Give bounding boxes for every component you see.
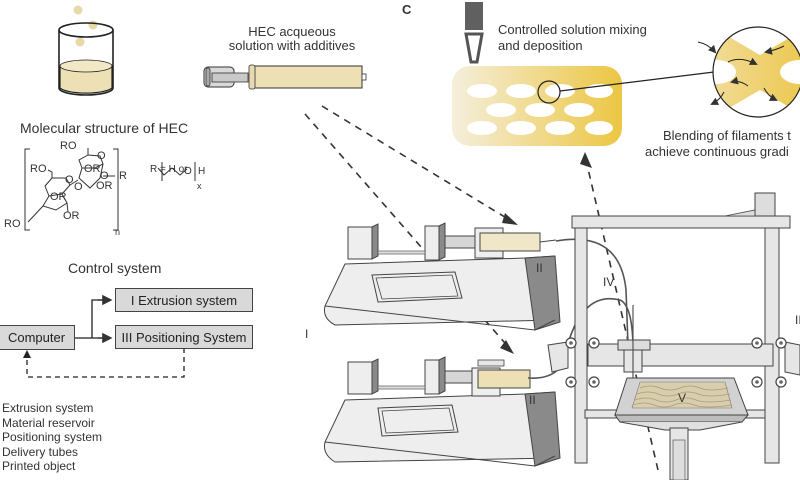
label-printed-object: V: [678, 391, 687, 405]
control-system-title: Control system: [68, 260, 162, 276]
syringe-label-line2: solution with additives: [228, 38, 356, 53]
label-frame-right: II: [795, 313, 800, 327]
chem-or-3: OR: [50, 191, 67, 203]
syringe-icon: [203, 64, 367, 90]
magnify-circle: [537, 80, 561, 104]
computer-box: Computer: [0, 325, 75, 350]
chem-or-2: OR: [96, 180, 113, 192]
hec-structure: [24, 148, 196, 231]
blending-zoom: [697, 26, 800, 118]
droplet-icon: [88, 20, 98, 30]
nozzle-icon: [464, 2, 484, 64]
label-pump-top: II: [536, 261, 543, 275]
gradient-mesh: [452, 66, 715, 147]
syringe-label-line1: HEC acqueous: [248, 24, 336, 39]
label-tubes: IV: [603, 275, 615, 289]
syringe-pump-bottom: [324, 356, 561, 467]
legend-item: Material reservoir: [2, 415, 95, 430]
chem-o-end: O: [100, 170, 109, 182]
chem-or-4: OR: [63, 210, 80, 222]
flow-arrows: [697, 41, 785, 105]
blending-label-line1: Blending of filaments t: [663, 128, 791, 143]
droplet-icon: [75, 37, 85, 47]
printer-frame: [547, 192, 800, 480]
chem-o-ring-1: O: [97, 150, 106, 162]
legend-item: Delivery tubes: [2, 444, 79, 459]
legend-item: Extrusion system: [2, 401, 94, 415]
chem-r: R: [119, 170, 127, 182]
chem-ro-3: RO: [4, 218, 21, 230]
chem-subscript-n: n: [115, 227, 121, 237]
magnify-leader-line: [559, 71, 715, 92]
legend-item: Printed object: [2, 459, 76, 473]
dashed-arrow-top-pump: [321, 105, 518, 225]
feedback-dashed-line: [23, 348, 185, 378]
chem-side-h: H: [198, 166, 206, 177]
chem-o-link: O: [74, 181, 83, 193]
blending-label-line2: achieve continuous gradi: [645, 144, 789, 159]
mixing-label-line1: Controlled solution mixing: [498, 22, 647, 37]
chem-o-ring-2: O: [65, 174, 74, 186]
molecular-title: Molecular structure of HEC: [20, 120, 189, 136]
chem-or-1: OR: [84, 163, 101, 175]
chem-ro-1: RO: [60, 140, 77, 152]
component-legend: Extrusion system Material reservoir Posi…: [2, 401, 102, 474]
control-connectors: [75, 294, 113, 344]
panel-label: C: [402, 2, 412, 17]
mixing-label-line2: and deposition: [498, 38, 583, 53]
droplet-icon: [73, 5, 83, 15]
label-pump-left: I: [305, 327, 309, 341]
chem-r-definition: R = H or: [150, 164, 188, 175]
label-pump-bottom: II: [529, 393, 536, 407]
syringe-pump-top: [324, 222, 561, 331]
chem-subscript-x: x: [197, 181, 202, 191]
chem-ro-2: RO: [30, 163, 47, 175]
beaker-icon: [58, 5, 114, 96]
chem-side-o: O: [184, 166, 192, 177]
positioning-system-box: III Positioning System: [115, 325, 253, 349]
legend-item: Positioning system: [2, 430, 103, 444]
extrusion-system-box: I Extrusion system: [115, 288, 253, 312]
